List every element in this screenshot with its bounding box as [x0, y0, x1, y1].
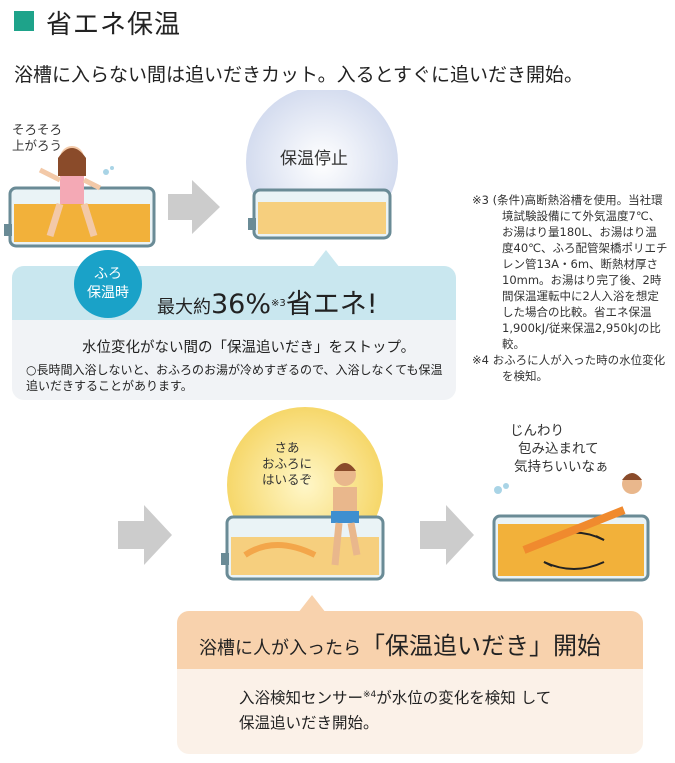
reheat-band: [177, 611, 643, 669]
lead-text: 浴槽に入らない間は追いだきカット。入るとすぐに追いだき開始。: [14, 64, 584, 86]
title-marker: [14, 11, 34, 31]
savings-note: ○長時間入浴しないと、おふろのお湯が冷めすぎるので、入浴しなくても保温追いだきす…: [26, 363, 443, 393]
savings-line1: 水位変化がない間の「保温追いだき」をストップ。: [82, 340, 416, 356]
man-entering-illustration: [221, 407, 385, 581]
stopped-tub-illustration: [246, 90, 398, 240]
reheat-headline: 浴槽に人が入ったら「保温追いだき」開始: [199, 632, 601, 660]
woman-bath-illustration: [4, 146, 156, 248]
stop-label: 保温停止: [280, 149, 348, 169]
arrow-right-1: [168, 180, 220, 234]
reheat-body: 入浴検知センサー※4が水位の変化を検知 して 保温追いだき開始。: [239, 689, 552, 733]
speech-getting-out: そろそろ 上がろう: [12, 122, 63, 153]
reheat-panel: 浴槽に人が入ったら「保温追いだき」開始 入浴検知センサー※4が水位の変化を検知 …: [177, 611, 643, 754]
arrow-right-2: [118, 505, 172, 565]
panel1-pointer: [312, 250, 340, 268]
man-relaxing-illustration: [492, 473, 650, 582]
footnotes: ※3 (条件)高断熱浴槽を使用。当社環境試験設備にて外気温度7℃、お湯はり量18…: [472, 192, 668, 384]
footnote-3: ※3 (条件)高断熱浴槽を使用。当社環境試験設備にて外気温度7℃、お湯はり量18…: [472, 193, 668, 351]
page-title: 省エネ保温: [46, 10, 182, 40]
bath-keep-warm-badge: ふろ保温時: [74, 250, 142, 318]
arrow-right-3: [420, 505, 474, 565]
footnote-4: ※4 おふろに人が入った時の水位変化を検知。: [472, 353, 666, 383]
savings-headline: 最大約36%※3省エネ!: [157, 289, 378, 320]
speech-relaxing: じんわり 包み込まれて 気持ちいいなぁ: [510, 423, 609, 475]
panel2-pointer: [298, 595, 326, 613]
speech-entering: さあ おふろに はいるぞ: [262, 440, 313, 487]
